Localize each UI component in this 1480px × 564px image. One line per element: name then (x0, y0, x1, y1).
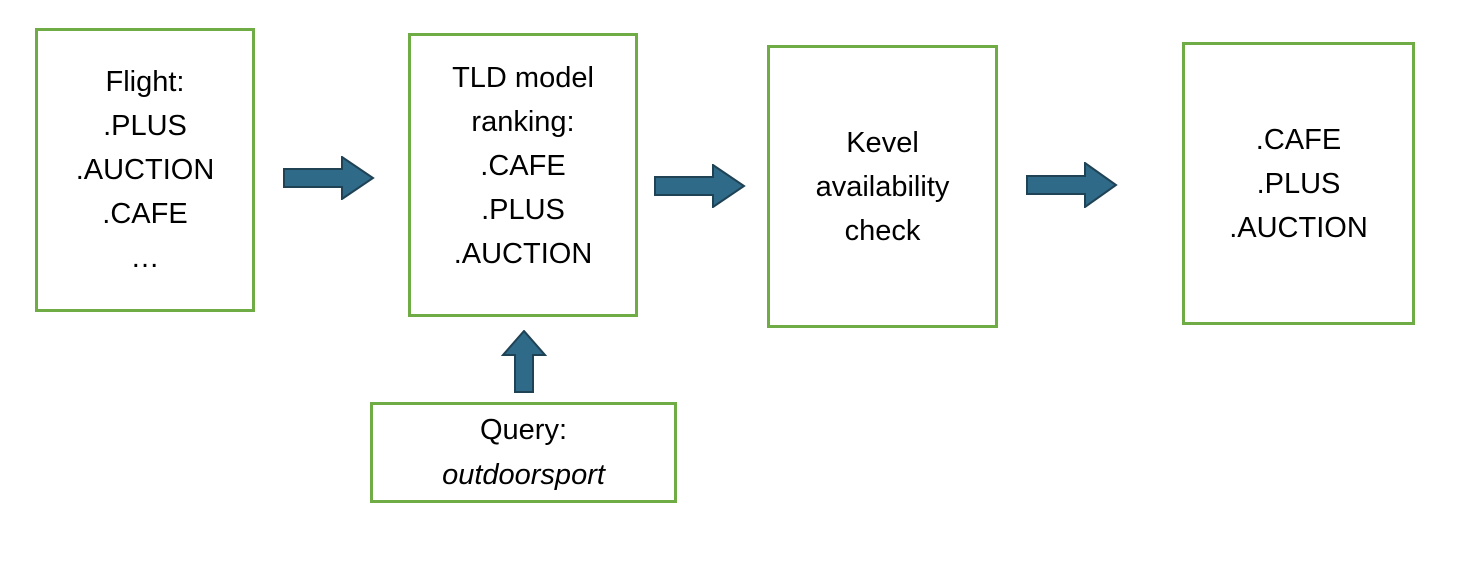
kevel-availability-check-box: Kevel availability check (767, 45, 998, 328)
ranking-box-line: .AUCTION (453, 238, 593, 270)
flight-box-line: .AUCTION (75, 154, 215, 186)
ranking-box-line: .CAFE (480, 150, 566, 182)
tld-model-ranking-box: TLD model ranking: .CAFE .PLUS .AUCTION (408, 33, 638, 317)
flight-box-line: Flight: (105, 66, 185, 98)
query-box-label: Query: (479, 413, 568, 446)
result-box-line: .CAFE (1255, 123, 1342, 156)
query-box-value: outdoorsport (442, 458, 605, 491)
arrow-flight-to-ranking right-arrow-icon (283, 156, 375, 200)
arrow-ranking-to-kevel right-arrow-icon (654, 164, 746, 208)
result-box-line: .PLUS (1256, 167, 1341, 200)
flight-box-line: .PLUS (103, 110, 187, 142)
result-box: .CAFE .PLUS .AUCTION (1182, 42, 1415, 325)
kevel-box-line: Kevel (846, 126, 919, 159)
result-box-line: .AUCTION (1229, 211, 1368, 244)
ranking-box-line: .PLUS (481, 194, 565, 226)
flight-box: Flight: .PLUS .AUCTION .CAFE … (35, 28, 255, 312)
ranking-box-line: TLD model (452, 62, 594, 94)
arrow-query-to-ranking up-arrow-icon (501, 330, 547, 393)
arrow-kevel-to-result right-arrow-icon (1026, 162, 1118, 208)
flight-box-ellipsis: … (130, 242, 160, 274)
kevel-box-line: check (844, 214, 921, 247)
ranking-box-line: ranking: (471, 106, 575, 138)
query-box: Query: outdoorsport (370, 402, 677, 503)
kevel-box-line: availability (815, 170, 950, 203)
flight-box-line: .CAFE (102, 198, 188, 230)
